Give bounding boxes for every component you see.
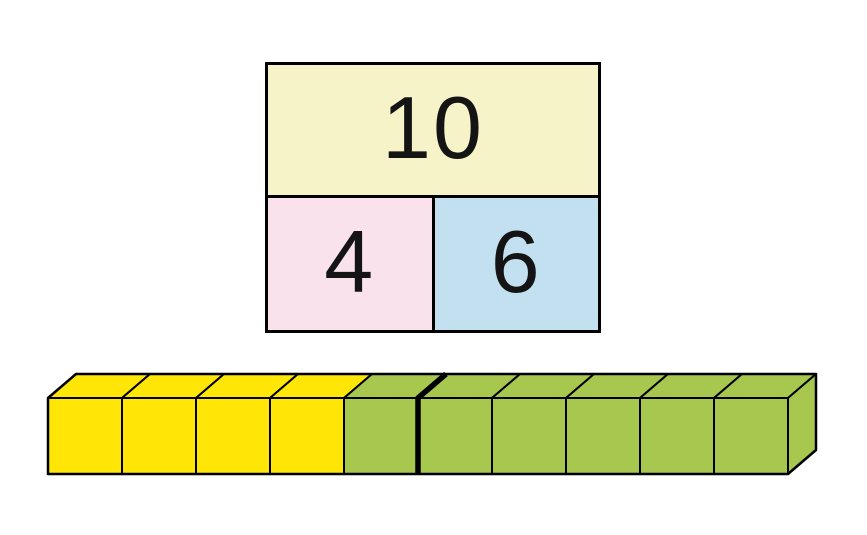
cube-bar-outline <box>46 372 818 476</box>
whole-cell: 10 <box>268 65 598 198</box>
part-cell-second: 6 <box>434 198 598 330</box>
cube-front-face <box>121 397 197 475</box>
cube-front-face <box>195 397 271 475</box>
cube-front-face <box>269 397 345 475</box>
whole-value: 10 <box>382 78 484 177</box>
cube-front-face <box>565 397 641 475</box>
part-cell-first: 4 <box>268 198 435 330</box>
cube-front-face <box>343 397 419 475</box>
cube-front-face <box>713 397 789 475</box>
five-split-divider-line <box>415 371 448 474</box>
cube-front-face <box>491 397 567 475</box>
part-value-second: 6 <box>490 212 542 311</box>
part-value-first: 4 <box>324 212 376 311</box>
cube-front-face <box>47 397 123 475</box>
cube-front-face <box>417 397 493 475</box>
part-whole-model: 10 4 6 <box>265 62 601 333</box>
cube-front-face <box>639 397 715 475</box>
parts-row: 4 6 <box>268 198 598 330</box>
